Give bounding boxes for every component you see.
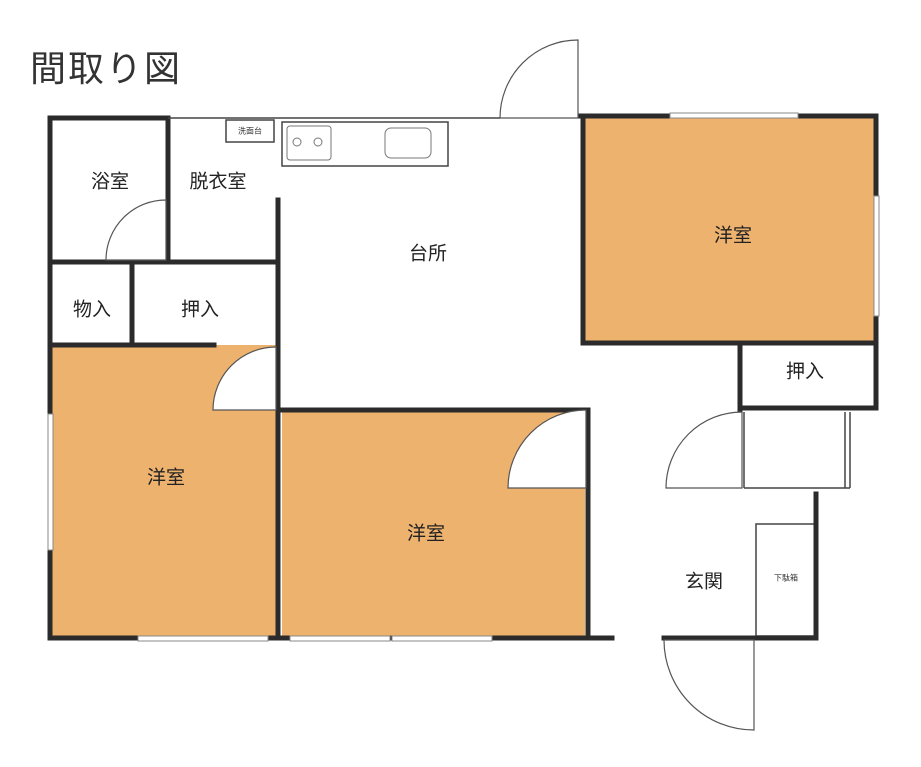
room-label-western-left: 洋室 [147,467,185,489]
room-label-closet-right: 押入 [786,361,824,383]
western-room-right-fill [585,118,875,343]
room-label-kitchen: 台所 [409,243,447,265]
kitchen-counter [281,121,449,167]
shoe-cabinet-label: 下駄箱 [774,573,798,583]
room-label-entrance: 玄関 [685,571,723,593]
shoe-cabinet: 下駄箱 [755,523,817,637]
room-label-closet-left: 押入 [181,299,219,321]
room-label-storage: 物入 [73,299,111,321]
doors [105,39,755,731]
washbasin: 洗面台 [225,119,275,143]
windows [47,112,880,642]
room-label-western-right: 洋室 [714,225,752,247]
page-title: 間取り図 [30,49,183,90]
room-label-western-center: 洋室 [407,523,445,545]
room-label-bath: 浴室 [91,171,129,193]
room-label-dressing: 脱衣室 [189,171,246,193]
washbasin-label: 洗面台 [238,126,262,136]
